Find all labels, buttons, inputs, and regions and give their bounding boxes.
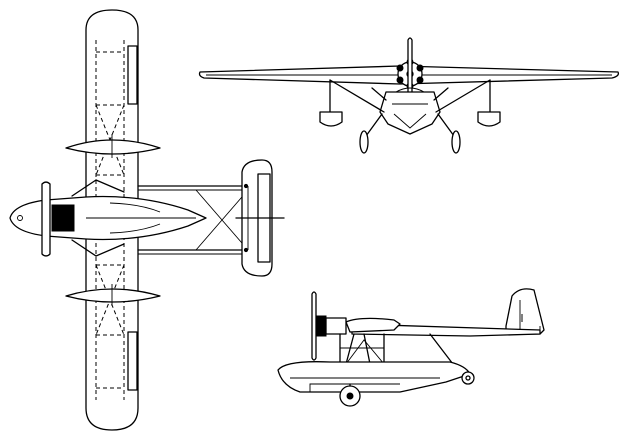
top-view-aileron-lower bbox=[127, 331, 138, 391]
top-view-tail-booms bbox=[137, 185, 249, 255]
front-view bbox=[198, 37, 620, 154]
top-view bbox=[9, 9, 285, 431]
side-view-landing-gear bbox=[339, 371, 475, 407]
side-view-propeller bbox=[311, 291, 317, 361]
front-view-float-left bbox=[319, 111, 343, 127]
side-view-engine bbox=[315, 315, 347, 337]
side-view-wing bbox=[345, 317, 401, 333]
top-view-engine bbox=[51, 204, 75, 232]
front-view-landing-gear bbox=[359, 113, 461, 154]
top-view-wing-struts bbox=[71, 179, 125, 257]
top-view-float-upper bbox=[65, 139, 161, 155]
front-view-struts bbox=[329, 79, 491, 113]
front-view-float-right bbox=[477, 111, 501, 127]
top-view-aileron-upper bbox=[127, 45, 138, 105]
side-view bbox=[277, 288, 545, 407]
side-view-fin bbox=[505, 288, 545, 335]
top-view-float-lower bbox=[65, 288, 161, 303]
side-view-hull bbox=[277, 361, 471, 393]
